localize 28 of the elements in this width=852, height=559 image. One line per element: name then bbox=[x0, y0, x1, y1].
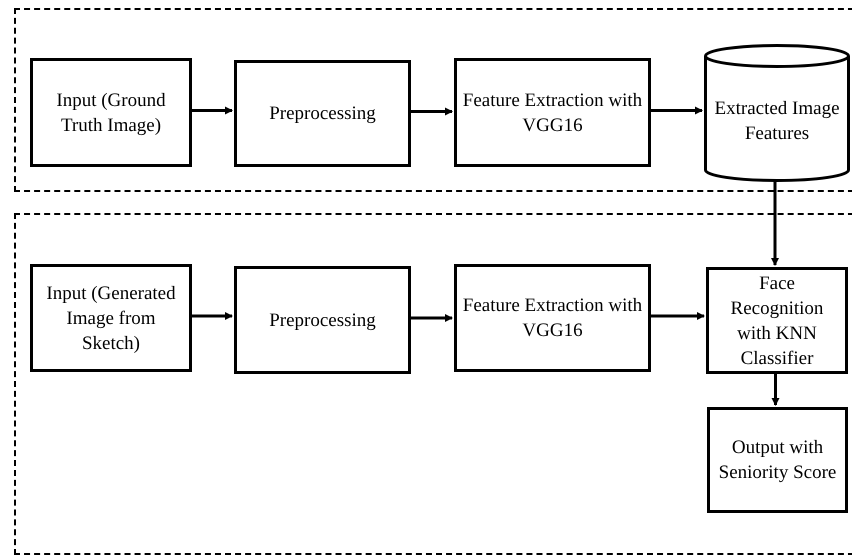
process-box bbox=[30, 264, 192, 372]
arrow bbox=[649, 312, 705, 320]
process-box bbox=[707, 407, 848, 513]
arrow bbox=[649, 106, 703, 114]
dashed-group-panel bbox=[14, 213, 852, 555]
process-box bbox=[30, 58, 192, 167]
database-cylinder bbox=[704, 44, 850, 182]
process-box bbox=[454, 264, 651, 372]
process-box bbox=[454, 58, 651, 167]
node-label: Face Recognition with KNN Classifier bbox=[730, 272, 824, 370]
node-label: Feature Extraction with VGG16 bbox=[462, 294, 644, 343]
node-label: Feature Extraction with VGG16 bbox=[462, 88, 644, 138]
arrow bbox=[409, 108, 453, 116]
node-label: Preprocessing bbox=[268, 102, 377, 126]
arrow bbox=[409, 314, 453, 322]
dashed-group-panel bbox=[14, 8, 852, 192]
process-box bbox=[234, 60, 411, 167]
process-box bbox=[706, 267, 848, 374]
process-box bbox=[234, 266, 411, 374]
node-label: Extracted Image Features bbox=[713, 97, 840, 146]
arrow bbox=[190, 106, 233, 114]
arrow bbox=[771, 180, 779, 266]
arrow bbox=[190, 312, 233, 320]
arrow bbox=[772, 372, 780, 406]
node-label: Preprocessing bbox=[268, 308, 377, 332]
node-label: Input (Ground Truth Image) bbox=[55, 88, 167, 138]
node-label: Input (Generated Image from Sketch) bbox=[45, 282, 177, 356]
node-label: Output with Seniority Score bbox=[718, 436, 838, 485]
